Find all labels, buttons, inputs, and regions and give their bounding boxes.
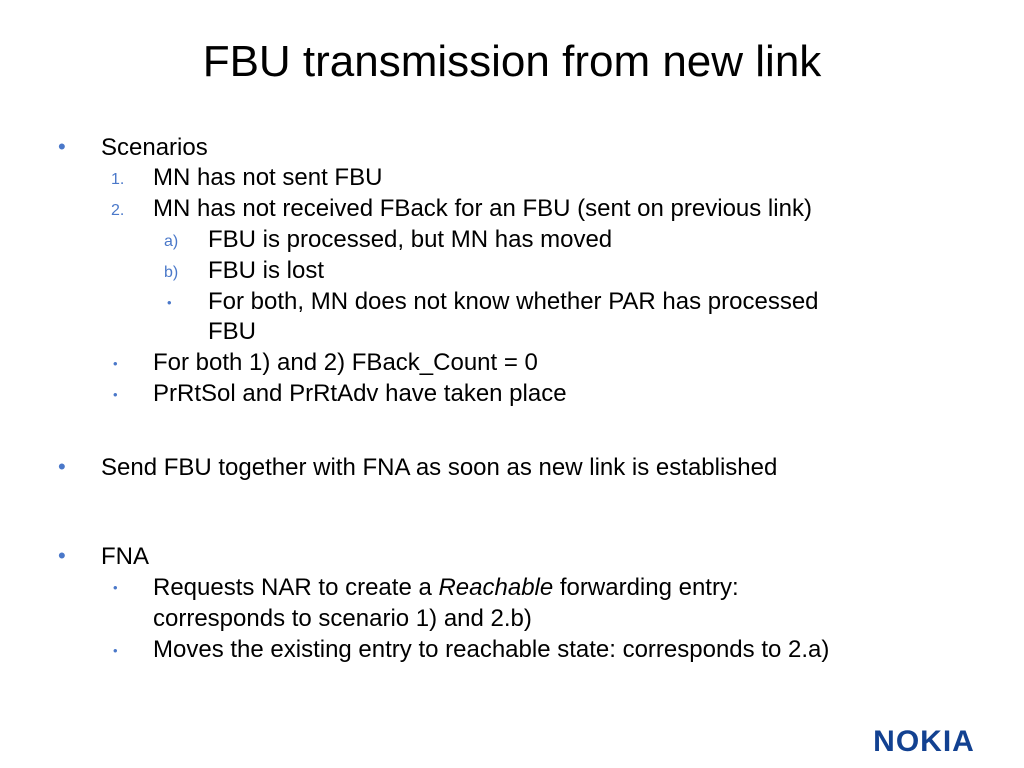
list-number-1: 1. bbox=[111, 171, 125, 188]
scenario-item-2: MN has not received FBack for an FBU (se… bbox=[153, 195, 812, 222]
fna-item-1-text-before: Requests NAR to create a bbox=[153, 574, 439, 601]
nokia-logo: NOKIA bbox=[873, 725, 975, 757]
fna-item-1-italic: Reachable bbox=[438, 574, 554, 601]
slide-title: FBU transmission from new link bbox=[202, 37, 822, 86]
scenario-sub-both-line1: For both, MN does not know whether PAR h… bbox=[208, 288, 819, 315]
fna-item-1-line2: corresponds to scenario 1) and 2.b) bbox=[153, 605, 532, 632]
scenario-sub-b: FBU is lost bbox=[208, 257, 325, 284]
list-letter-b: b) bbox=[164, 264, 179, 281]
scenario-note-1: For both 1) and 2) FBack_Count = 0 bbox=[153, 349, 538, 376]
scenario-sub-both-line2: FBU bbox=[208, 318, 256, 345]
bullet-marker: • bbox=[58, 543, 66, 568]
bullet-marker: • bbox=[167, 295, 172, 310]
bullet-marker: • bbox=[113, 387, 118, 402]
list-letter-a: a) bbox=[164, 233, 179, 250]
bullet-fna: FNA bbox=[101, 543, 149, 570]
fna-item-1-text-after: forwarding entry: bbox=[553, 574, 739, 601]
bullet-marker: • bbox=[113, 643, 118, 658]
list-number-2: 2. bbox=[111, 202, 125, 219]
fna-item-1-line1: Requests NAR to create a Reachable forwa… bbox=[153, 573, 739, 603]
bullet-marker: • bbox=[58, 454, 66, 479]
bullet-marker: • bbox=[58, 134, 66, 159]
scenario-sub-a: FBU is processed, but MN has moved bbox=[208, 226, 613, 253]
nokia-logo-text: NOKIA bbox=[873, 725, 975, 757]
scenario-note-2: PrRtSol and PrRtAdv have taken place bbox=[153, 380, 567, 407]
scenario-item-1: MN has not sent FBU bbox=[153, 164, 383, 191]
bullet-marker: • bbox=[113, 356, 118, 371]
bullet-marker: • bbox=[113, 580, 118, 595]
bullet-send-fbu: Send FBU together with FNA as soon as ne… bbox=[101, 454, 778, 481]
bullet-scenarios: Scenarios bbox=[101, 134, 208, 161]
fna-item-2: Moves the existing entry to reachable st… bbox=[153, 636, 830, 663]
